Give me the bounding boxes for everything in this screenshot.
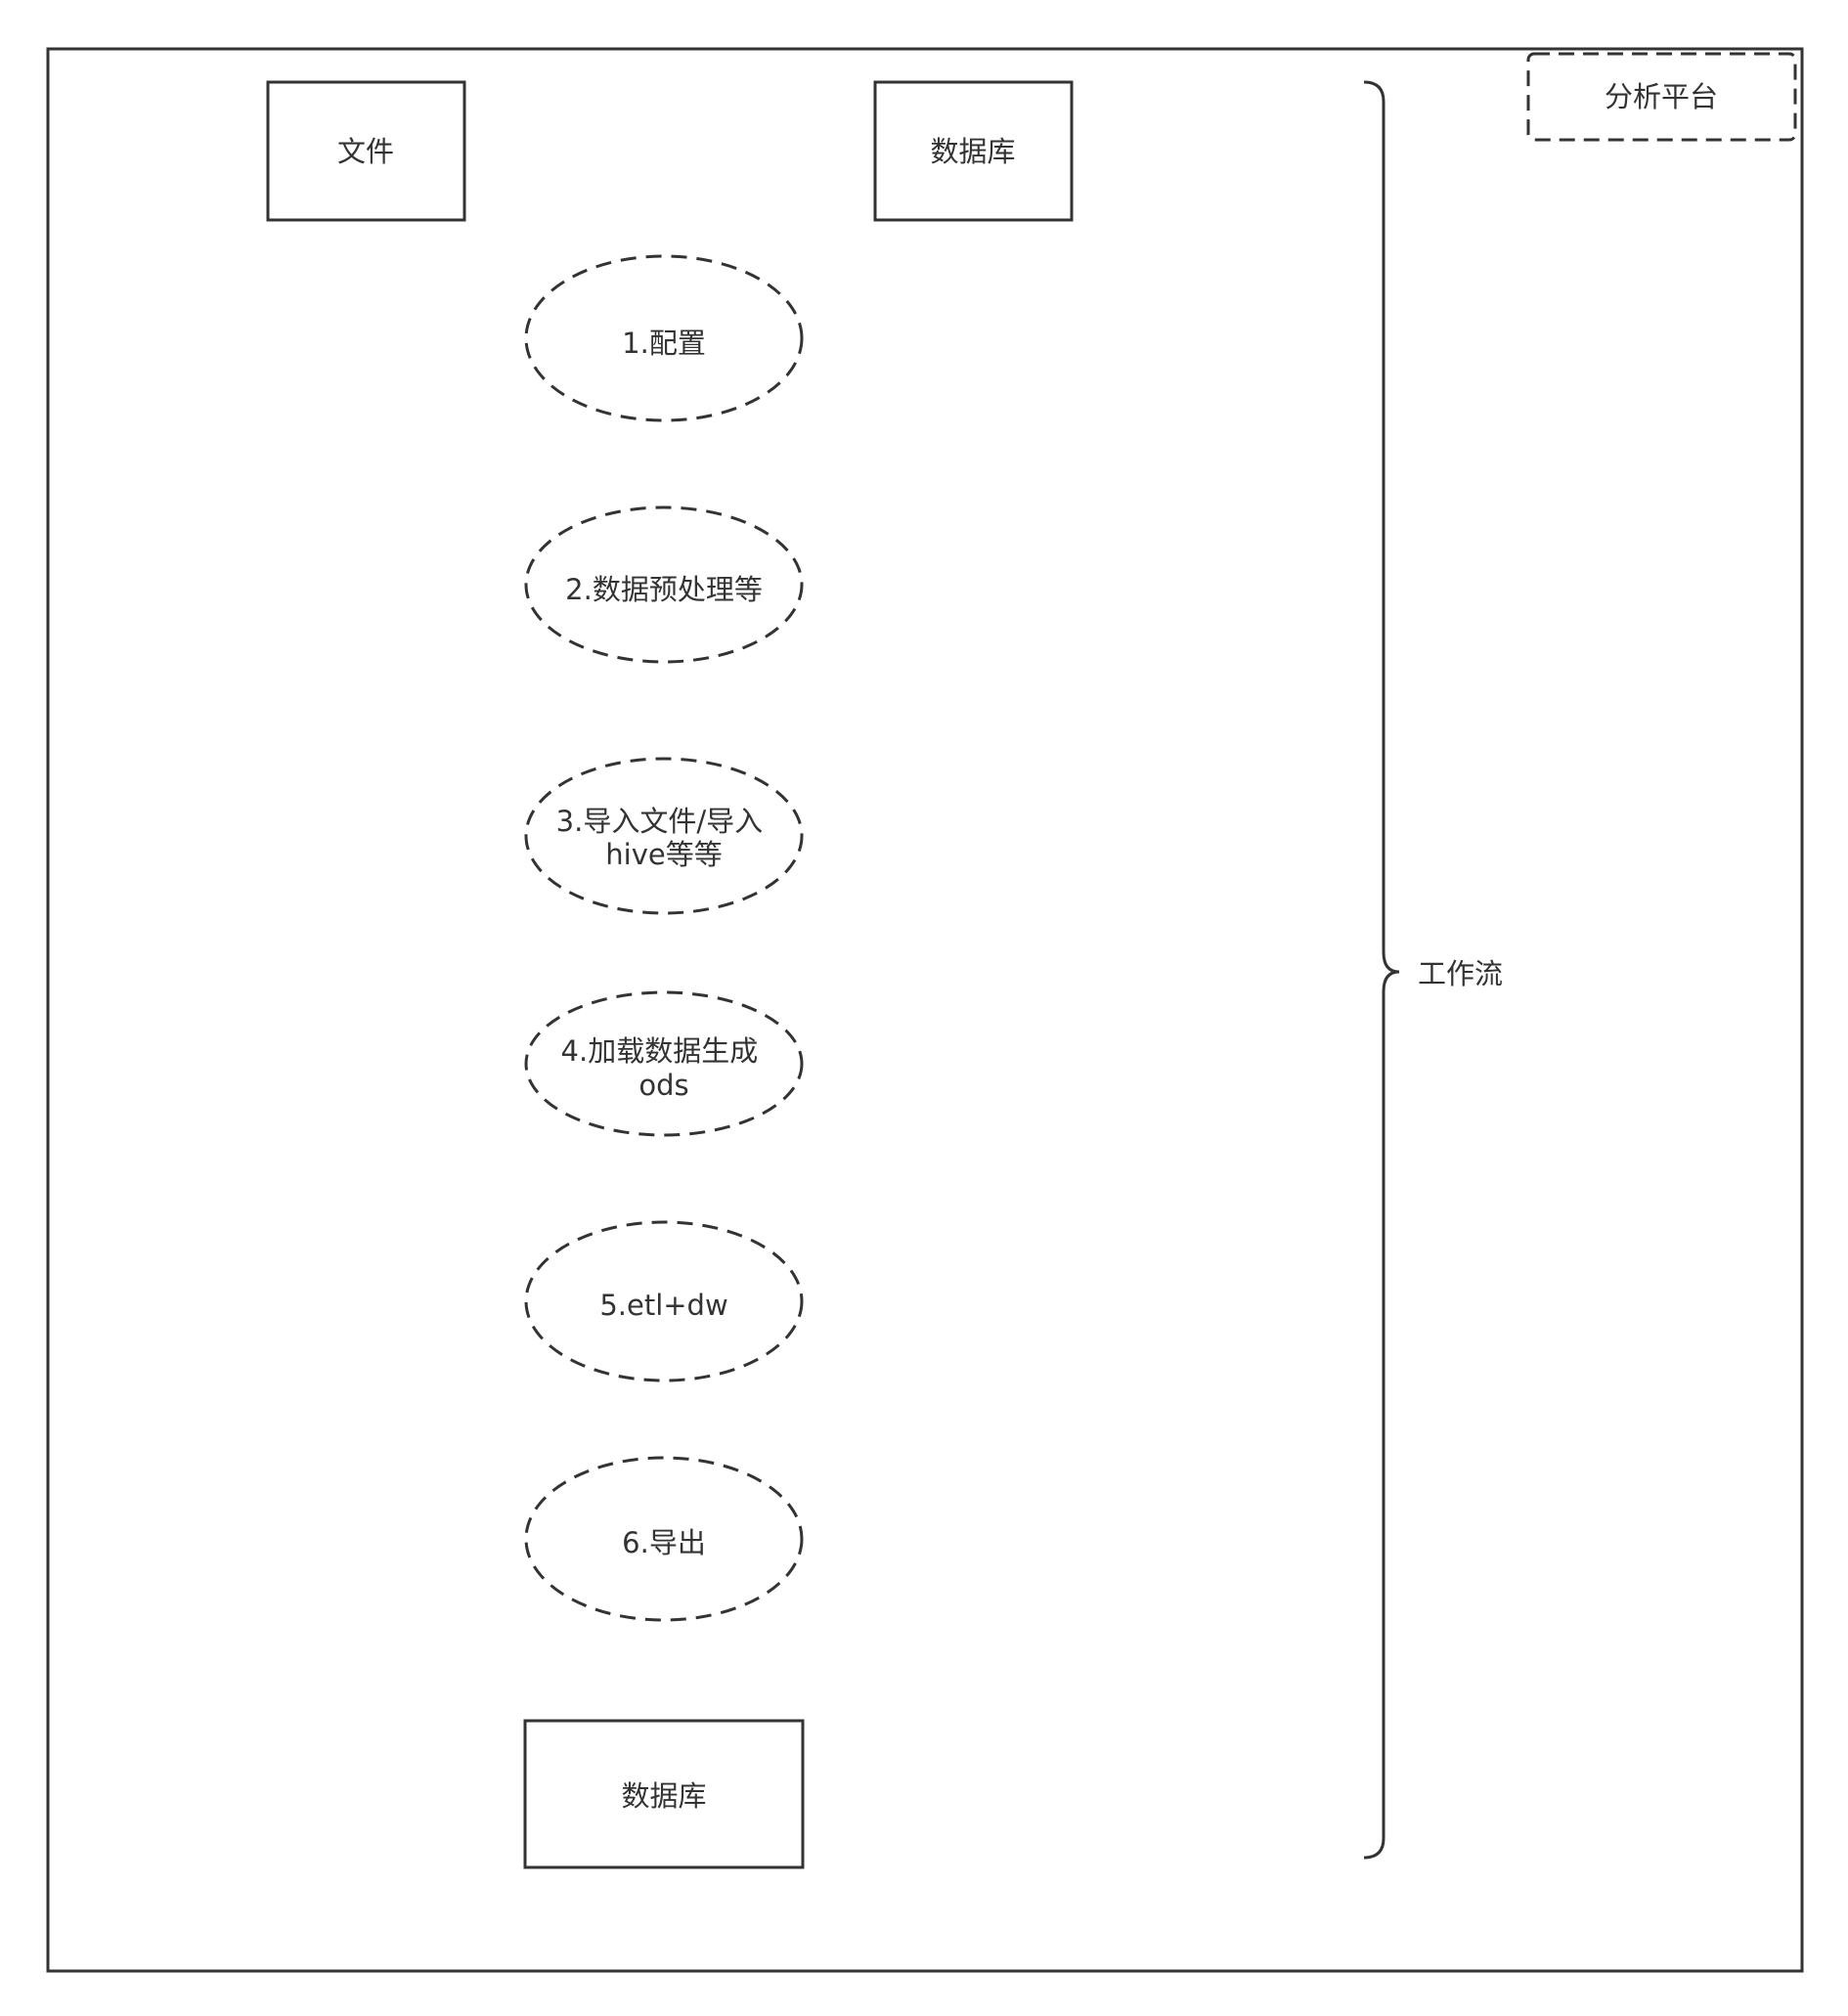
step-5-border [524, 1220, 804, 1382]
step-1-label: 1.配置 [622, 327, 706, 360]
step-4-line-2: ods [638, 1069, 688, 1102]
source-database-border [873, 80, 1074, 222]
step-3-ellipse: 3.导入文件/导入 hive等等 [524, 757, 804, 915]
step-5-label: 5.etl+dw [599, 1289, 727, 1322]
step-5-ellipse: 5.etl+dw [524, 1220, 804, 1382]
platform-label-border [1526, 52, 1797, 142]
source-database-label: 数据库 [930, 135, 1015, 168]
source-database-box: 数据库 [873, 80, 1074, 222]
target-database-box: 数据库 [523, 1719, 805, 1869]
step-4-line-1: 4.加载数据生成 [561, 1034, 759, 1068]
step-3-label: 3.导入文件/导入 hive等等 [556, 805, 772, 871]
target-database-border [523, 1719, 805, 1869]
step-6-border [524, 1456, 804, 1622]
step-4-ellipse: 4.加载数据生成 ods [524, 990, 804, 1137]
step-3-border [524, 757, 804, 915]
step-2-ellipse: 2.数据预处理等 [524, 505, 804, 664]
workflow-brace [1363, 80, 1400, 1860]
step-2-label: 2.数据预处理等 [565, 573, 763, 606]
step-1-line-1: 1.配置 [622, 327, 706, 360]
step-1-border [524, 254, 804, 422]
step-3-line-1: 3.导入文件/导入 [556, 805, 763, 838]
platform-frame [46, 47, 1804, 1973]
step-2-border [524, 505, 804, 664]
source-file-border [266, 80, 466, 222]
step-6-label: 6.导出 [622, 1526, 706, 1559]
source-file-label: 文件 [337, 135, 394, 168]
step-4-border [524, 990, 804, 1137]
step-4-label: 4.加载数据生成 ods [561, 1034, 768, 1102]
step-5-line-1: 5.etl+dw [599, 1289, 727, 1322]
workflow-label: 工作流 [1418, 957, 1503, 990]
source-file-box: 文件 [266, 80, 466, 222]
step-1-ellipse: 1.配置 [524, 254, 804, 422]
platform-label: 分析平台 [1605, 80, 1718, 113]
step-2-line-1: 2.数据预处理等 [565, 573, 763, 606]
step-6-ellipse: 6.导出 [524, 1456, 804, 1622]
step-3-line-2: hive等等 [605, 838, 722, 871]
target-database-label: 数据库 [621, 1779, 706, 1813]
step-6-line-1: 6.导出 [622, 1526, 706, 1559]
platform-label-box: 分析平台 [1526, 52, 1797, 142]
